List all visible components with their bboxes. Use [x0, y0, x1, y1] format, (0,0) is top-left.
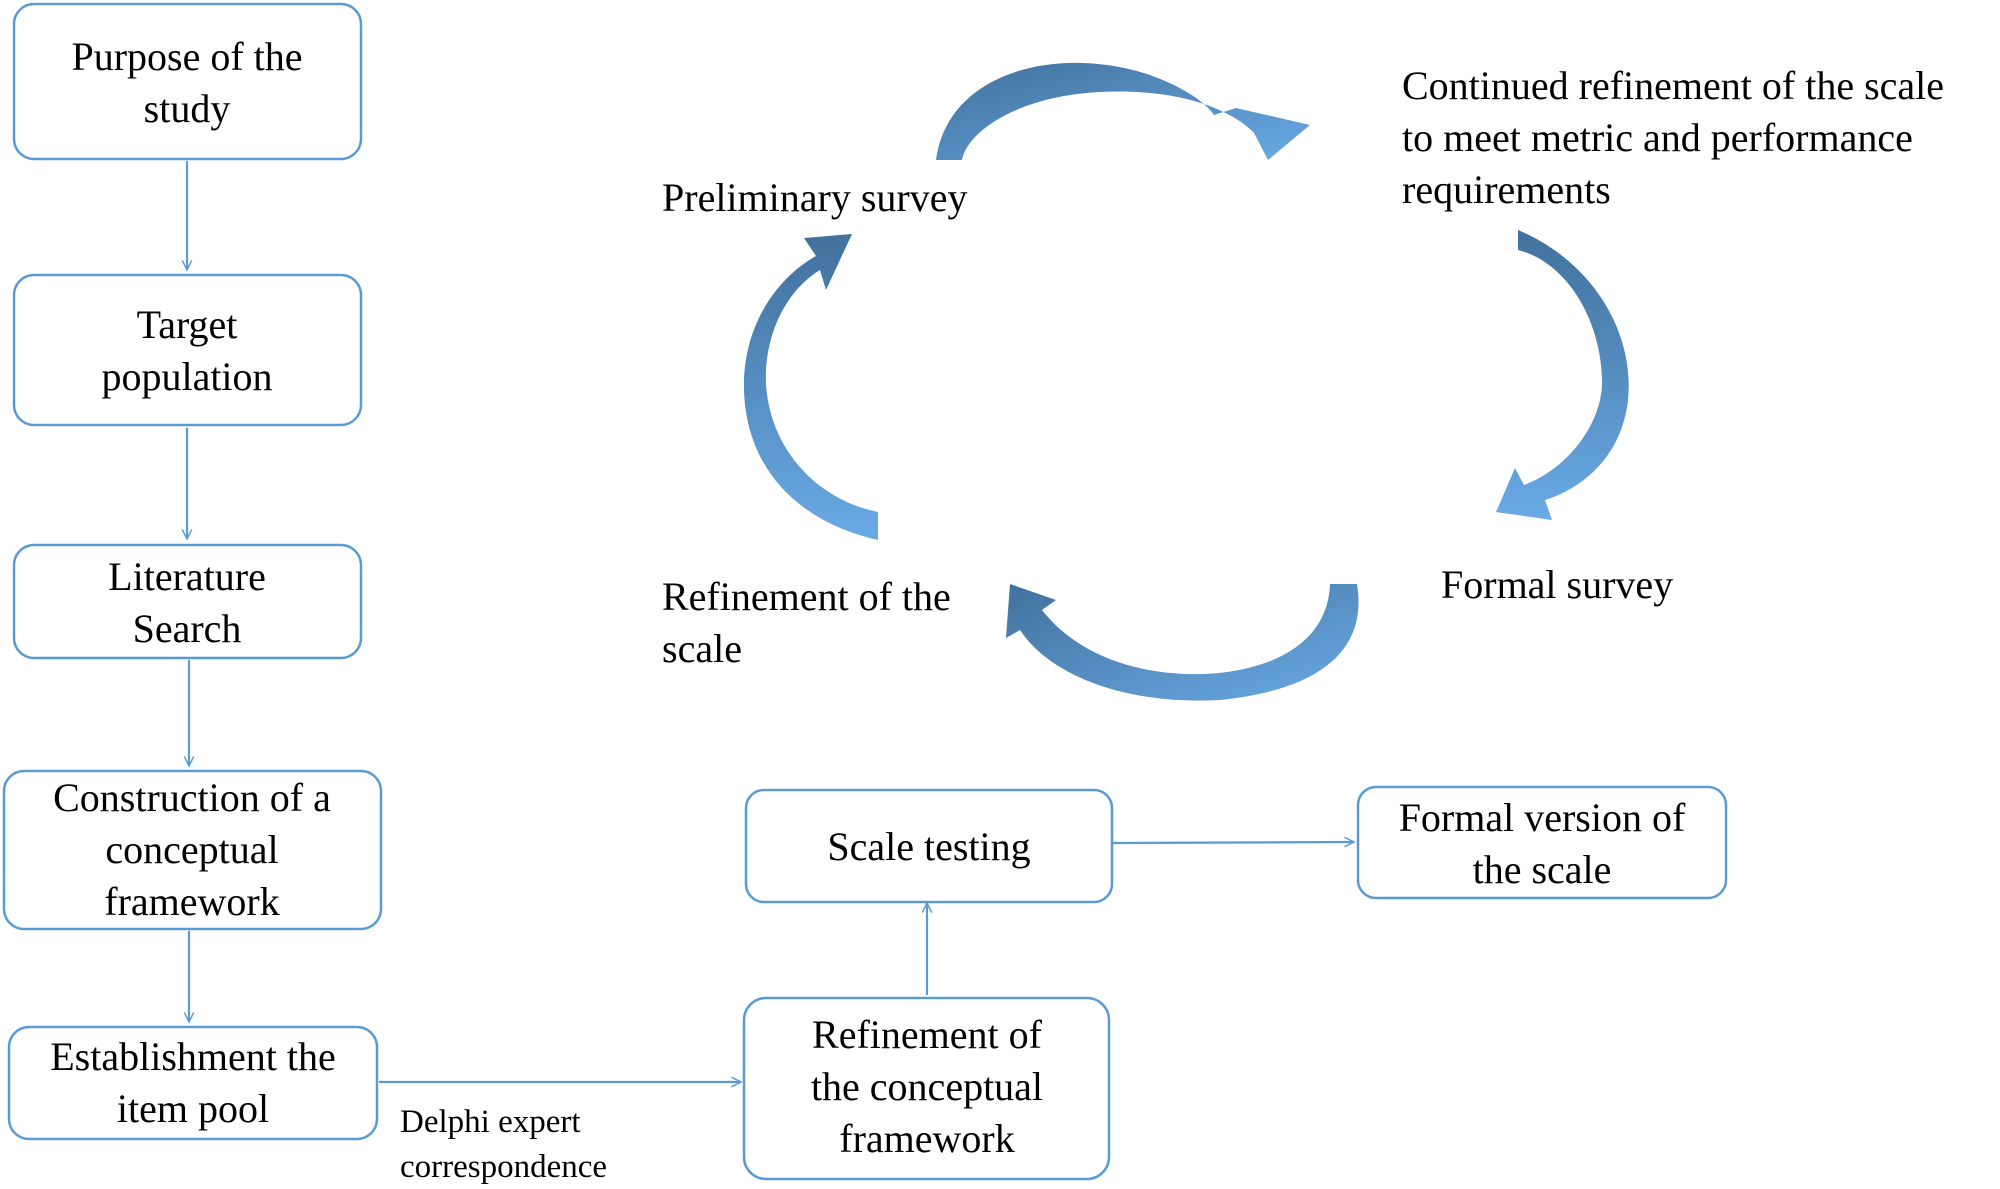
formal-version-line-1: Formal version of — [1399, 795, 1686, 840]
cycle-arrow-top — [936, 62, 1310, 160]
establishment-label-line-1: Establishment the — [50, 1034, 336, 1079]
cycle-arrow-bottom — [1006, 584, 1359, 701]
formal-survey-label: Formal survey — [1441, 562, 1673, 607]
target-population-box: Target population — [12, 273, 363, 427]
cycle-arrow-right — [1496, 230, 1629, 520]
refinement-of-scale-line-1: Refinement of the — [662, 574, 951, 619]
conceptual-framework-box: Construction of a conceptual framework — [2, 769, 383, 931]
purpose-label-line-1: Purpose of the — [71, 34, 302, 79]
target-label-line-1: Target — [137, 302, 238, 347]
continued-refinement-line-2: to meet metric and performance — [1402, 115, 1913, 160]
cycle-arrow-left — [743, 234, 878, 540]
target-label-line-2: population — [101, 354, 272, 399]
scale-testing-box: Scale testing — [744, 788, 1114, 904]
continued-refinement-line-1: Continued refinement of the scale — [1402, 63, 1944, 108]
scale-testing-label: Scale testing — [827, 824, 1030, 869]
refinement-of-scale-line-2: scale — [662, 626, 742, 671]
refinement-conceptual-line-1: Refinement of — [812, 1012, 1043, 1057]
refinement-conceptual-box: Refinement of the conceptual framework — [742, 996, 1111, 1181]
arrow-testing-to-formal-version — [1112, 842, 1354, 843]
construction-label-line-1: Construction of a — [53, 775, 331, 820]
literature-search-box: Literature Search — [12, 543, 363, 660]
establishment-label-line-2: item pool — [117, 1086, 269, 1131]
purpose-box: Purpose of the study — [12, 2, 363, 161]
purpose-label-line-2: study — [144, 86, 231, 131]
item-pool-box: Establishment the item pool — [7, 1025, 379, 1141]
formal-version-box: Formal version of the scale — [1356, 785, 1728, 900]
literature-label-line-2: Search — [133, 606, 242, 651]
delphi-label-line-2: correspondence — [400, 1149, 607, 1185]
refinement-conceptual-line-3: framework — [839, 1116, 1014, 1161]
refinement-conceptual-line-2: the conceptual — [811, 1064, 1043, 1109]
construction-label-line-2: conceptual — [105, 827, 278, 872]
continued-refinement-line-3: requirements — [1402, 167, 1611, 212]
formal-version-line-2: the scale — [1473, 847, 1612, 892]
preliminary-survey-label: Preliminary survey — [662, 175, 968, 220]
literature-label-line-1: Literature — [108, 554, 266, 599]
delphi-label-line-1: Delphi expert — [400, 1104, 581, 1140]
construction-label-line-3: framework — [104, 879, 279, 924]
